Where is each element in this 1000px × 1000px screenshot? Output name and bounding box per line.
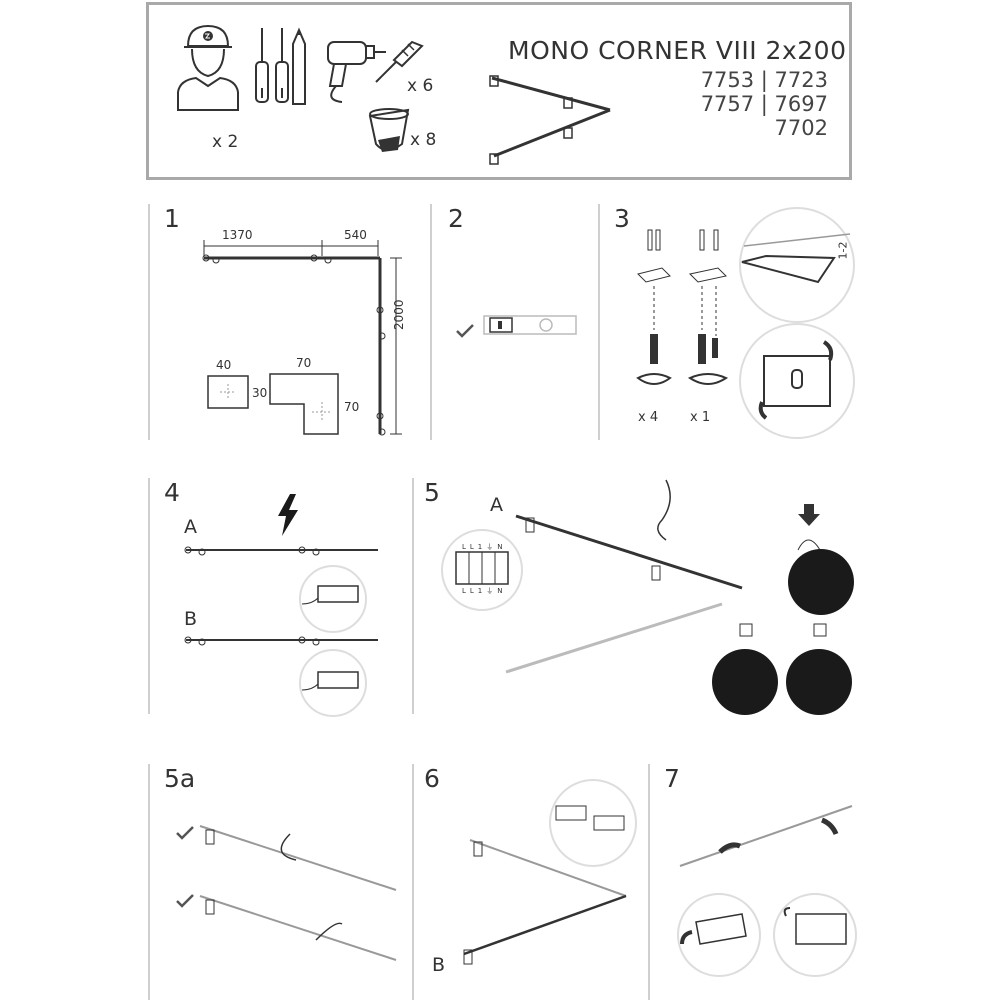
step-5a-rail-b [199, 895, 397, 961]
detail-width-70: 70 [296, 356, 312, 370]
wall-plug-icon [375, 40, 424, 83]
count-x1: x 1 [690, 410, 711, 425]
product-code-line-3: 7702 [774, 116, 828, 140]
divider [598, 204, 600, 440]
clip-rotate-zoom-circle [739, 323, 855, 439]
divider [148, 204, 150, 440]
variant-a-label: A [184, 516, 197, 538]
lightning-bolt-icon [278, 494, 298, 536]
step-4-label: 4 [164, 478, 180, 507]
terminal-block-zoom [441, 529, 523, 611]
step-5-label: 5 [424, 478, 440, 507]
clip-detail-zoom-left [677, 893, 761, 977]
step-6-corner-rail [463, 839, 627, 965]
dimension-540: 540 [344, 228, 367, 242]
terminal-label: L1 [469, 587, 487, 595]
step-5-variant-a-label: A [490, 494, 503, 516]
divider [148, 478, 150, 714]
detail-height-30: 30 [252, 386, 268, 400]
step-5a-rail-a [199, 825, 397, 891]
power-off-disc-left [712, 623, 778, 715]
checkmark-icon [176, 894, 194, 908]
variant-b-label: B [184, 608, 198, 630]
step-2-rail-illustration [483, 315, 577, 335]
terminal-labels-bottom: LL1⏚N [462, 586, 507, 596]
power-off-disc-right [786, 623, 852, 715]
power-off-disc-top [788, 504, 854, 615]
product-code-line-2: 7757 | 7697 [700, 92, 828, 116]
divider [148, 764, 150, 1000]
pencil-icon [292, 27, 306, 105]
gap-1-2-label: 1-2 [836, 241, 850, 260]
terminal-label: N [497, 587, 507, 595]
divider [430, 204, 432, 440]
step-5a-label: 5a [164, 764, 196, 793]
step-1-dimension-drawing [202, 240, 402, 436]
wall-plug-count: x 6 [407, 76, 434, 96]
terminal-label: ⏚ [486, 543, 498, 551]
terminal-label: L [462, 543, 470, 551]
profile-detail-straight [207, 375, 249, 409]
divider [648, 764, 650, 1000]
connector-zoom-a [299, 565, 367, 633]
bulb-count: x 8 [410, 130, 437, 150]
dimension-1370: 1370 [222, 228, 253, 242]
installer-count: x 2 [212, 132, 239, 152]
header-panel [146, 2, 852, 180]
profile-detail-corner [269, 373, 339, 435]
detail-width-40: 40 [216, 358, 232, 372]
detail-height-70: 70 [344, 400, 360, 414]
divider [412, 478, 414, 714]
rail-variant-b [184, 636, 378, 646]
terminal-label: L [462, 587, 470, 595]
connector-join-zoom [549, 779, 637, 867]
product-corner-rail-illustration [489, 75, 611, 165]
step-2-label: 2 [448, 204, 464, 233]
checkmark-icon [456, 324, 474, 338]
step-7-label: 7 [664, 764, 680, 793]
product-code-line-1: 7753 | 7723 [700, 68, 828, 92]
step-7-rail-with-arrows [679, 805, 853, 867]
dimension-2000: 2000 [392, 299, 406, 330]
step-6-variant-b-label: B [432, 954, 446, 976]
step-6-label: 6 [424, 764, 440, 793]
terminal-label: L1 [469, 543, 487, 551]
ceiling-gap-zoom-circle [739, 207, 855, 323]
checkmark-icon [176, 826, 194, 840]
bulb-icon [368, 108, 410, 152]
connector-zoom-b [299, 649, 367, 717]
step-3-label: 3 [614, 204, 630, 233]
count-x4: x 4 [638, 410, 659, 425]
clip-detail-zoom-right [773, 893, 857, 977]
rail-variant-a [184, 546, 378, 556]
drill-icon [327, 41, 386, 103]
terminal-label: N [497, 543, 507, 551]
screw-and-plug-set-a [636, 229, 672, 385]
divider [412, 764, 414, 1000]
terminal-label: ⏚ [486, 587, 498, 595]
terminal-labels-top: LL1⏚N [462, 542, 507, 552]
product-title: MONO CORNER VIII 2x200 [508, 36, 847, 65]
screwdriver-icon [255, 28, 289, 103]
step-1-label: 1 [164, 204, 180, 233]
screw-and-plug-set-b [687, 229, 729, 385]
installer-icon [177, 24, 239, 111]
step-5-rail-illustration [505, 479, 743, 674]
